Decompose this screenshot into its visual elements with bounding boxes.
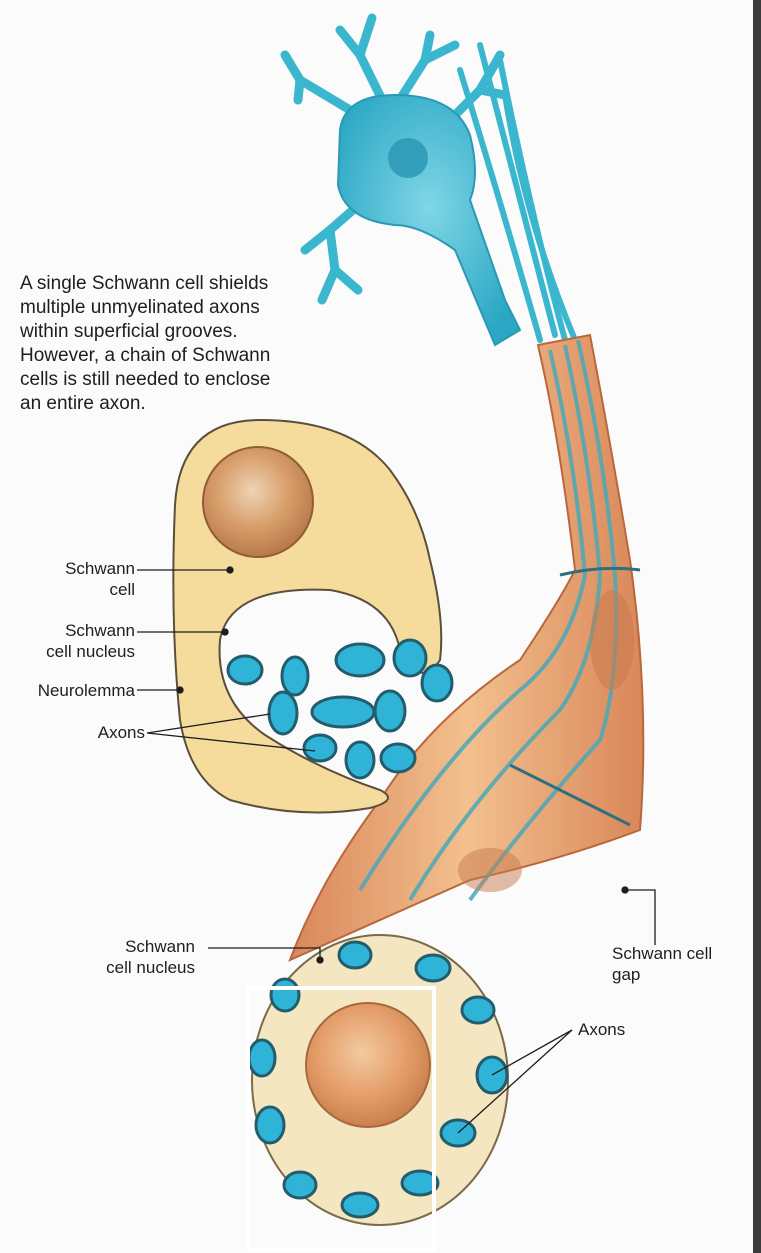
cross-section-bottom — [248, 935, 508, 1250]
label-schwann-cell: Schwann cell — [40, 558, 135, 600]
label-line: gap — [612, 964, 712, 985]
label-neurolemma: Neurolemma — [10, 680, 135, 701]
label-line: Schwann — [40, 558, 135, 579]
neuron-nucleus — [388, 138, 428, 178]
label-schwann-cell-nucleus-bottom: Schwann cell nucleus — [60, 936, 195, 978]
neuron-cell-body — [285, 18, 575, 345]
caption-line: A single Schwann cell shields — [20, 272, 300, 296]
label-line: Schwann — [20, 620, 135, 641]
caption-line: within superficial grooves. — [20, 320, 300, 344]
caption-line: multiple unmyelinated axons — [20, 296, 300, 320]
right-edge-bar — [753, 0, 761, 1253]
label-line: cell nucleus — [20, 641, 135, 662]
label-line: cell — [40, 579, 135, 600]
label-line: cell nucleus — [60, 957, 195, 978]
label-line: Schwann cell — [612, 943, 712, 964]
label-schwann-cell-nucleus-top: Schwann cell nucleus — [20, 620, 135, 662]
caption-line: However, a chain of Schwann — [20, 344, 300, 368]
cross-section-detail — [173, 420, 452, 813]
schwann-cell-nucleus-top — [203, 447, 313, 557]
schwann-cell-nucleus-bottom — [306, 1003, 430, 1127]
label-axons-left: Axons — [40, 722, 145, 743]
caption-line: cells is still needed to enclose — [20, 368, 300, 392]
label-axons-right: Axons — [578, 1019, 625, 1040]
label-line: Schwann — [60, 936, 195, 957]
diagram-caption: A single Schwann cell shields multiple u… — [20, 272, 300, 416]
caption-line: an entire axon. — [20, 392, 300, 416]
label-schwann-cell-gap: Schwann cell gap — [612, 943, 712, 985]
